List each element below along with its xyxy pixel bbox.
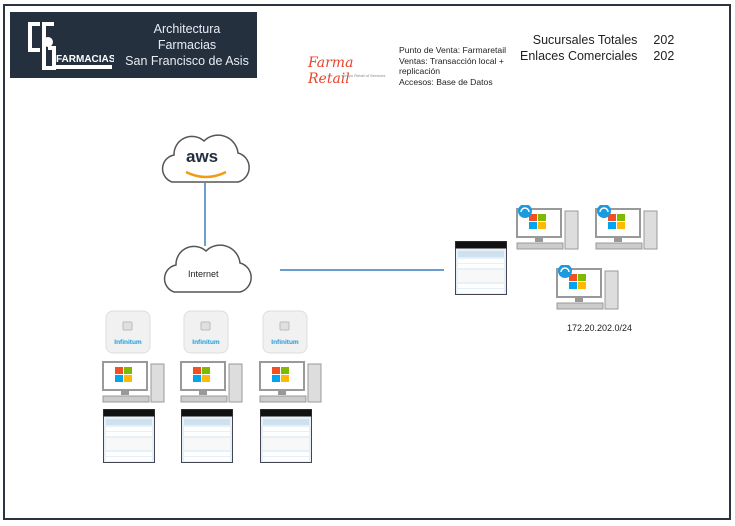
branch-pc-icon — [180, 361, 243, 403]
stat-label: Sucursales Totales — [532, 33, 638, 47]
server-app — [455, 241, 507, 300]
aws-label: aws — [186, 147, 219, 166]
title-line: Farmacias — [157, 38, 217, 52]
info-block: Punto de Venta: Farmaretail Ventas: Tran… — [399, 45, 519, 87]
pos-app-window-icon — [181, 409, 233, 463]
headset-workstation-icon — [595, 204, 658, 250]
stat-row: Sucursales Totales 202 — [520, 33, 675, 49]
svg-text:Infinitum: Infinitum — [192, 339, 220, 346]
info-line: Accesos: Base de Datos — [399, 76, 493, 87]
infinitum-router: Infinitum — [262, 310, 308, 359]
stat-label: Enlaces Comerciales — [520, 48, 638, 63]
info-line: Ventas: Transacción local + replicación — [399, 55, 504, 77]
infinitum-router: Infinitum — [105, 310, 151, 359]
farma-retail-logo: Farma Retail — [308, 55, 354, 87]
aws-cloud: aws — [156, 130, 254, 186]
headset-workstation-icon — [516, 204, 579, 250]
info-line: Punto de Venta: Farmaretail — [399, 45, 507, 55]
stat-row: Enlaces Comerciales 202 — [520, 49, 674, 65]
headset-workstation — [594, 204, 660, 256]
subnet-label: 172.20.202.0/24 — [567, 323, 633, 333]
infinitum-router-icon: Infinitum — [183, 310, 229, 354]
pos-app-window-icon — [103, 409, 155, 463]
branch-pc-icon — [259, 361, 322, 403]
pos-app-window — [260, 409, 312, 468]
stat-value: 202 — [653, 33, 675, 47]
internet-cloud: Internet — [158, 242, 256, 296]
branch-pc — [258, 358, 324, 409]
stat-value: 202 — [653, 48, 675, 63]
stats-block: Sucursales Totales 202 Enlaces Comerciale… — [520, 33, 674, 64]
title-line: San Francisco de Asis — [125, 54, 249, 68]
branch-pc-icon — [102, 361, 165, 403]
branch-pc — [101, 358, 167, 409]
internet-cloud-icon — [163, 244, 252, 293]
svg-text:Infinitum: Infinitum — [271, 339, 299, 346]
logo-text: FARMACIAS — [56, 54, 114, 65]
aws-cloud-icon — [161, 134, 250, 183]
internet-label: Internet — [188, 269, 219, 279]
headset-workstation-icon — [556, 264, 619, 310]
pos-app-window-icon — [260, 409, 312, 463]
infinitum-router-icon: Infinitum — [262, 310, 308, 354]
title-line: Architectura — [153, 22, 221, 36]
farma-retail-tagline: Grupo Retail of Services — [342, 73, 386, 78]
header-banner: FARMACIAS Architectura Farmacias San Fra… — [10, 12, 257, 78]
pos-app-window — [103, 409, 155, 468]
farmacias-logo: FARMACIAS — [28, 22, 114, 70]
svg-text:Infinitum: Infinitum — [114, 339, 142, 346]
pos-app-window — [181, 409, 233, 468]
headset-workstation — [555, 264, 621, 316]
server-app-icon — [455, 241, 507, 295]
page-title: Architectura Farmacias San Francisco de … — [122, 21, 252, 69]
infinitum-router: Infinitum — [183, 310, 229, 359]
branch-pc — [179, 358, 245, 409]
infinitum-router-icon: Infinitum — [105, 310, 151, 354]
diagram-frame — [3, 4, 731, 520]
headset-workstation — [515, 204, 581, 256]
